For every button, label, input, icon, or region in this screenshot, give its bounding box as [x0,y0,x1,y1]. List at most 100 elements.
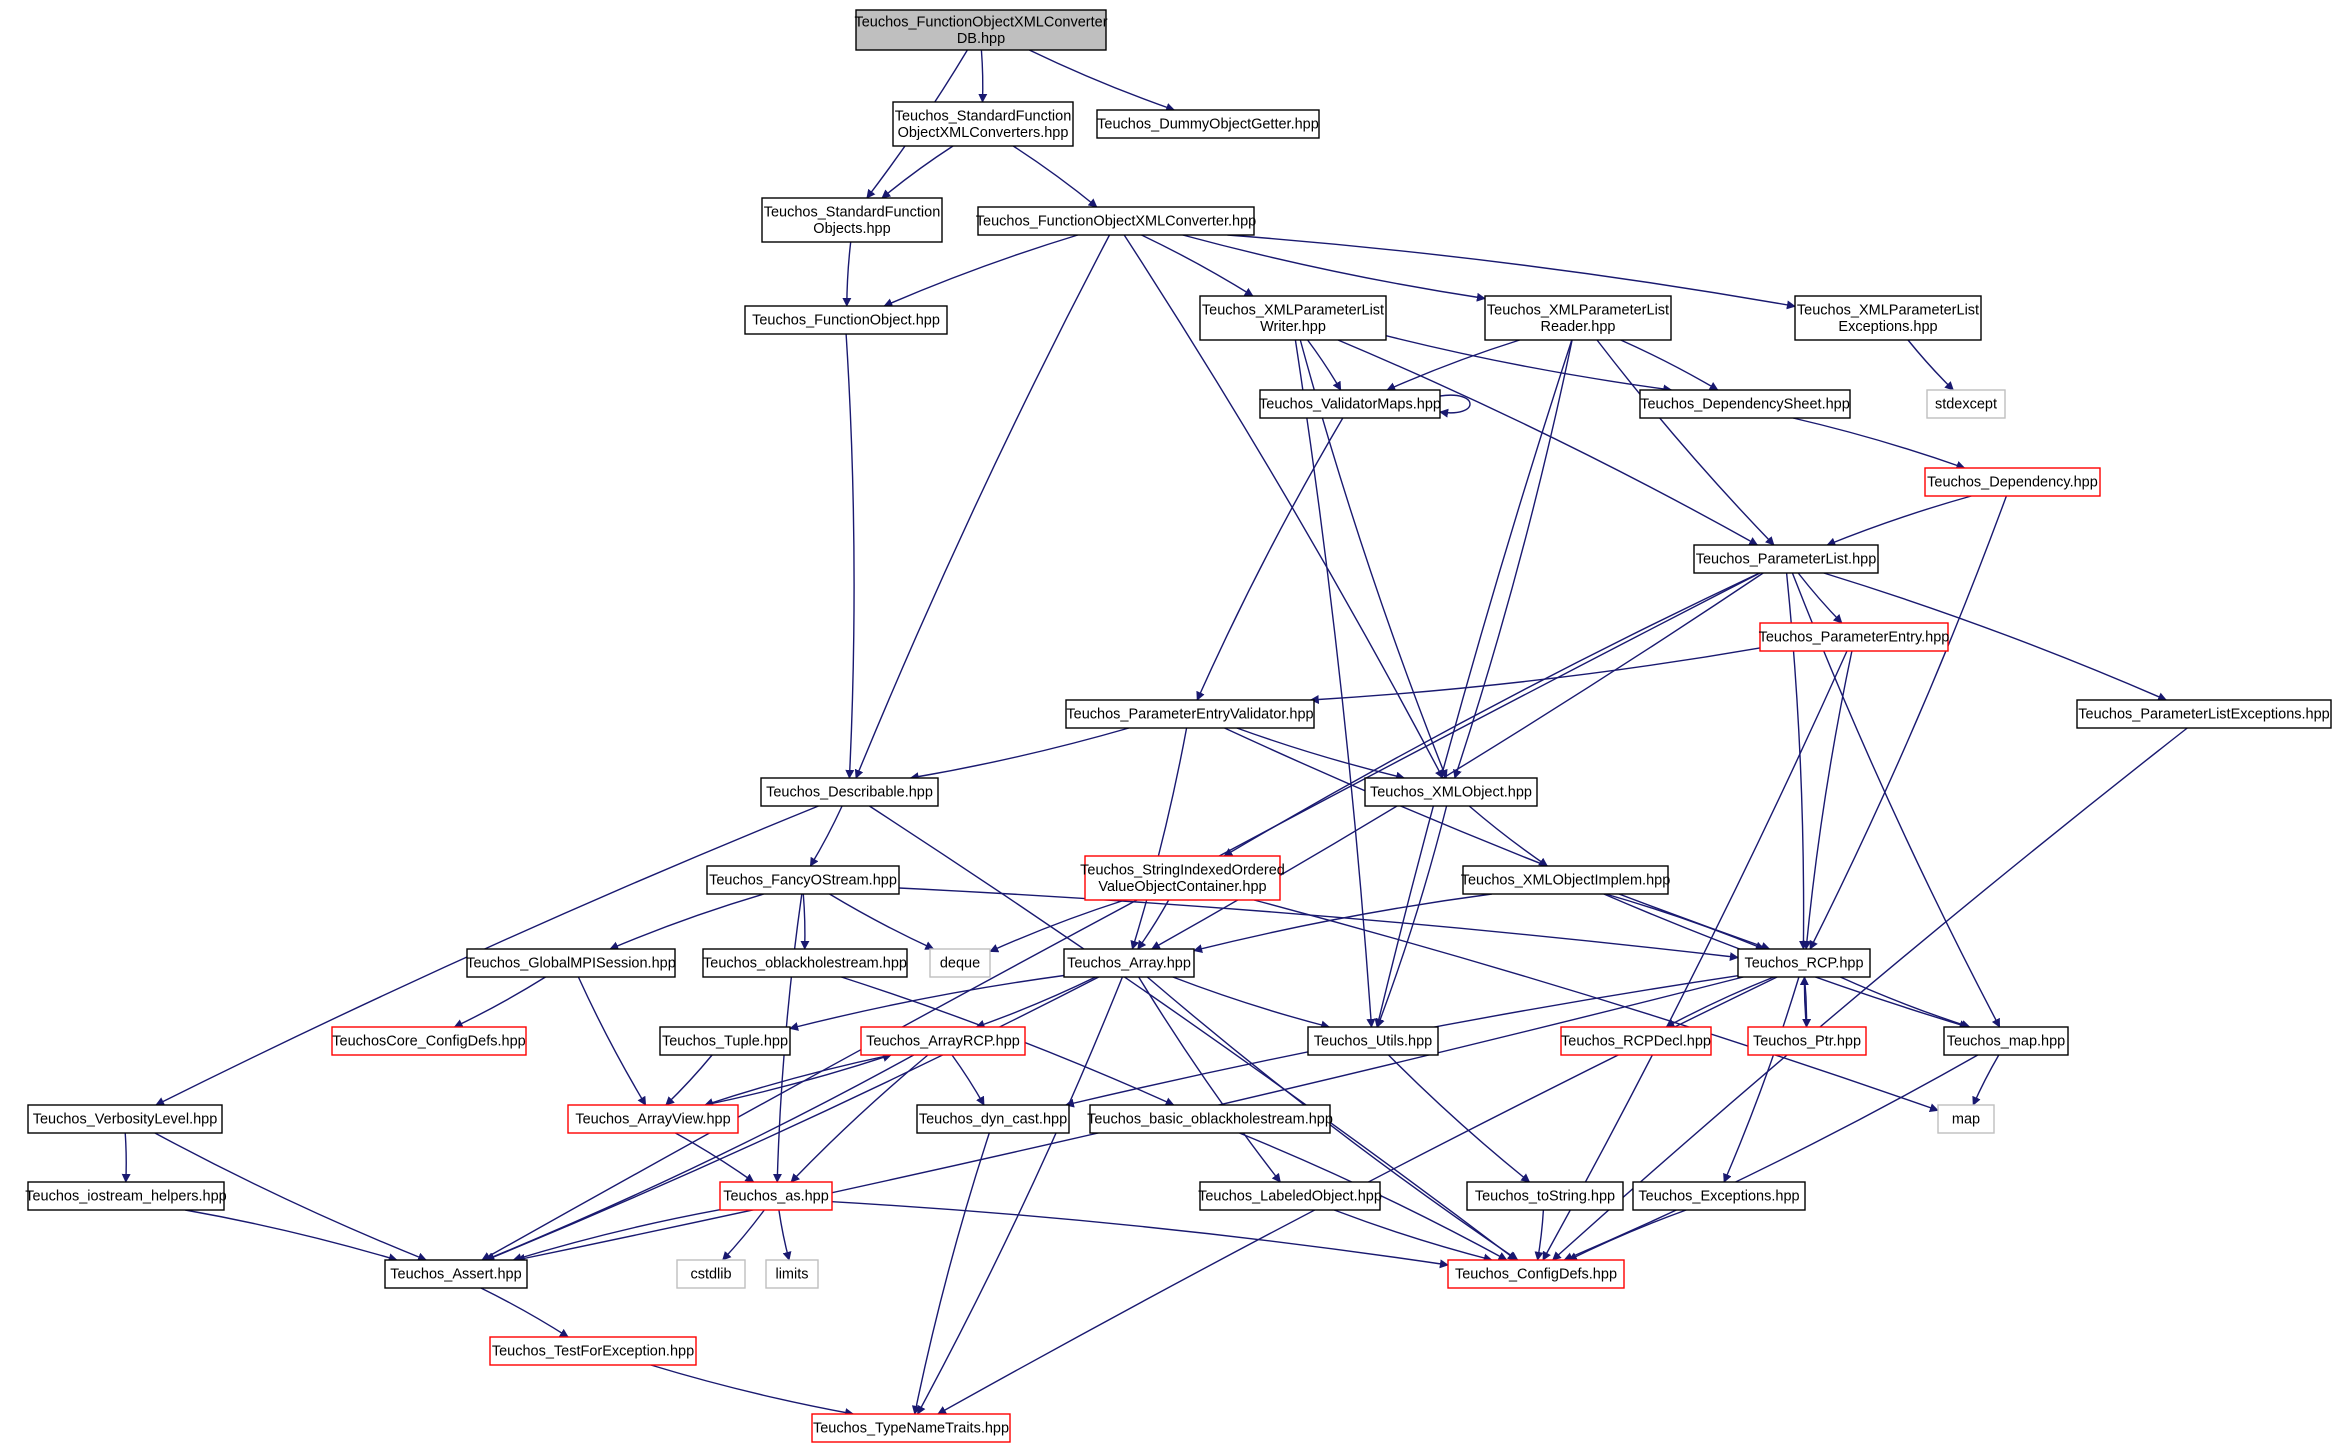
include-edge-sioc-to-map [1253,899,1939,1112]
include-edge-array-to-tnt [916,976,1124,1415]
file-node-dync[interactable]: Teuchos_dyn_cast.hpp [916,1104,1070,1134]
dependency-edges [121,49,2188,1417]
file-node-ptr[interactable]: Teuchos_Ptr.hpp [1747,1026,1867,1056]
include-edge-gmpi-to-ccd [453,976,546,1028]
include-edge-xple-to-stdexcept [1907,339,1954,391]
file-node-verb[interactable]: Teuchos_VerbosityLevel.hpp [27,1104,223,1134]
include-edge-pl-to-assert [481,572,1761,1261]
file-node-label: Teuchos_Tuple.hpp [662,1034,788,1050]
file-node-label: Teuchos_dyn_cast.hpp [919,1112,1067,1128]
file-node-av[interactable]: Teuchos_ArrayView.hpp [567,1104,739,1134]
include-edge-stdfoxc-to-stdfo [881,145,954,199]
file-node-tostr[interactable]: Teuchos_toString.hpp [1466,1181,1624,1211]
include-edge-foxc-to-xplr [1182,234,1486,302]
file-node-xmlobj[interactable]: Teuchos_XMLObject.hpp [1364,777,1538,807]
file-node-box [1560,1026,1712,1056]
file-node-rcpdecl[interactable]: Teuchos_RCPDecl.hpp [1560,1026,1712,1056]
file-node-box [1199,295,1387,341]
include-edge-iosh-to-assert [185,1209,398,1263]
file-node-box [1924,467,2101,497]
file-node-tnt[interactable]: Teuchos_TypeNameTraits.hpp [811,1413,1011,1443]
file-node-tuple[interactable]: Teuchos_Tuple.hpp [659,1026,791,1056]
file-node-iosh[interactable]: Teuchos_iostream_helpers.hpp [25,1181,227,1211]
file-node-box [1259,389,1441,419]
file-node-label: Teuchos_ParameterEntryValidator.hpp [1066,707,1313,723]
file-node-depsheet[interactable]: Teuchos_DependencySheet.hpp [1639,389,1851,419]
file-node-tfe[interactable]: Teuchos_TestForException.hpp [489,1336,697,1366]
file-node-box [466,948,676,978]
file-node-label: Teuchos_XMLParameterList [1797,302,1979,318]
include-edge-tfe-to-tnt [650,1364,855,1417]
file-node-sioc[interactable]: Teuchos_StringIndexedOrderedValueObjectC… [1080,855,1285,901]
file-node-valmaps[interactable]: Teuchos_ValidatorMaps.hpp [1259,389,1441,419]
include-edge-foxc-to-desc [854,234,1111,779]
file-node-arcp[interactable]: Teuchos_ArrayRCP.hpp [860,1026,1026,1056]
file-node-ple[interactable]: Teuchos_ParameterListExceptions.hpp [2076,699,2332,729]
file-node-desc[interactable]: Teuchos_Describable.hpp [760,777,939,807]
file-node-box [744,305,948,335]
file-node-obhs[interactable]: Teuchos_oblackholestream.hpp [702,948,908,978]
file-node-box [1447,1259,1625,1289]
include-edge-stdfoxc-to-foxc [1012,145,1098,208]
file-node-box [1937,1104,1995,1134]
file-node-box [929,948,991,978]
include-edge-arcp-to-assert [484,1054,915,1262]
file-node-pe[interactable]: Teuchos_ParameterEntry.hpp [1759,622,1950,652]
include-edge-foxc-to-xplw [1141,234,1254,297]
include-edge-as-to-cstdlib [722,1209,765,1261]
include-edge-pev-to-xmlobj [1236,727,1406,781]
file-node-label: Teuchos_TypeNameTraits.hpp [813,1421,1009,1437]
include-edge-array-to-lobj [1138,976,1281,1183]
include-edge-pe-to-cdefs [1542,650,1848,1261]
file-node-pl[interactable]: Teuchos_ParameterList.hpp [1693,544,1879,574]
file-node-tmap[interactable]: Teuchos_map.hpp [1943,1026,2069,1056]
include-edge-as-to-limits [778,1209,792,1261]
file-node-box [1307,1026,1439,1056]
include-edge-as-to-cdefs [831,1201,1449,1269]
file-node-xmlimpl[interactable]: Teuchos_XMLObjectImplem.hpp [1461,865,1671,895]
include-edge-stdfo-to-fo [842,241,852,307]
file-node-box [860,1026,1026,1056]
include-edge-av-to-as [675,1132,755,1183]
file-node-lobj[interactable]: Teuchos_LabeledObject.hpp [1198,1181,1382,1211]
include-edge-pl-to-pe [1797,572,1843,624]
file-node-array[interactable]: Teuchos_Array.hpp [1063,948,1195,978]
file-node-fo[interactable]: Teuchos_FunctionObject.hpp [744,305,948,335]
file-node-stdfoxc[interactable]: Teuchos_StandardFunctionObjectXMLConvert… [892,101,1074,147]
file-node-cdefs[interactable]: Teuchos_ConfigDefs.hpp [1447,1259,1625,1289]
file-node-rcp[interactable]: Teuchos_RCP.hpp [1737,948,1871,978]
include-edge-pe-to-pev [1309,647,1761,705]
file-node-box [1484,295,1672,341]
file-node-exc[interactable]: Teuchos_Exceptions.hpp [1632,1181,1806,1211]
file-node-limits: limits [765,1259,819,1289]
include-edge-xmlobj-to-utils [1376,805,1448,1028]
file-node-gmpi[interactable]: Teuchos_GlobalMPISession.hpp [466,948,676,978]
file-node-dummy[interactable]: Teuchos_DummyObjectGetter.hpp [1096,109,1320,139]
file-node-bobhs[interactable]: Teuchos_basic_oblackholestream.hpp [1087,1104,1333,1134]
file-node-foxc[interactable]: Teuchos_FunctionObjectXMLConverter.hpp [976,206,1257,236]
include-edge-array-to-arcp [975,976,1096,1029]
file-node-as[interactable]: Teuchos_as.hpp [719,1181,833,1211]
include-edge-tuple-to-av [665,1054,713,1106]
file-node-box [1794,295,1982,341]
file-node-assert[interactable]: Teuchos_Assert.hpp [384,1259,528,1289]
file-node-utils[interactable]: Teuchos_Utils.hpp [1307,1026,1439,1056]
file-node-label: Teuchos_Dependency.hpp [1927,475,2098,491]
file-node-ccd[interactable]: TeuchosCore_ConfigDefs.hpp [331,1026,527,1056]
file-node-fos[interactable]: Teuchos_FancyOStream.hpp [706,865,900,895]
file-node-box [1063,948,1195,978]
include-edge-xmlimpl-to-array [1193,893,1492,954]
file-node-label: Teuchos_Assert.hpp [390,1267,521,1283]
file-node-dep[interactable]: Teuchos_Dependency.hpp [1924,467,2101,497]
include-edge-utils-to-tostr [1388,1054,1531,1183]
file-node-label: Teuchos_ParameterListExceptions.hpp [2078,707,2329,723]
file-node-box [1089,1104,1331,1134]
file-node-pev[interactable]: Teuchos_ParameterEntryValidator.hpp [1065,699,1315,729]
file-node-box [1943,1026,2069,1056]
